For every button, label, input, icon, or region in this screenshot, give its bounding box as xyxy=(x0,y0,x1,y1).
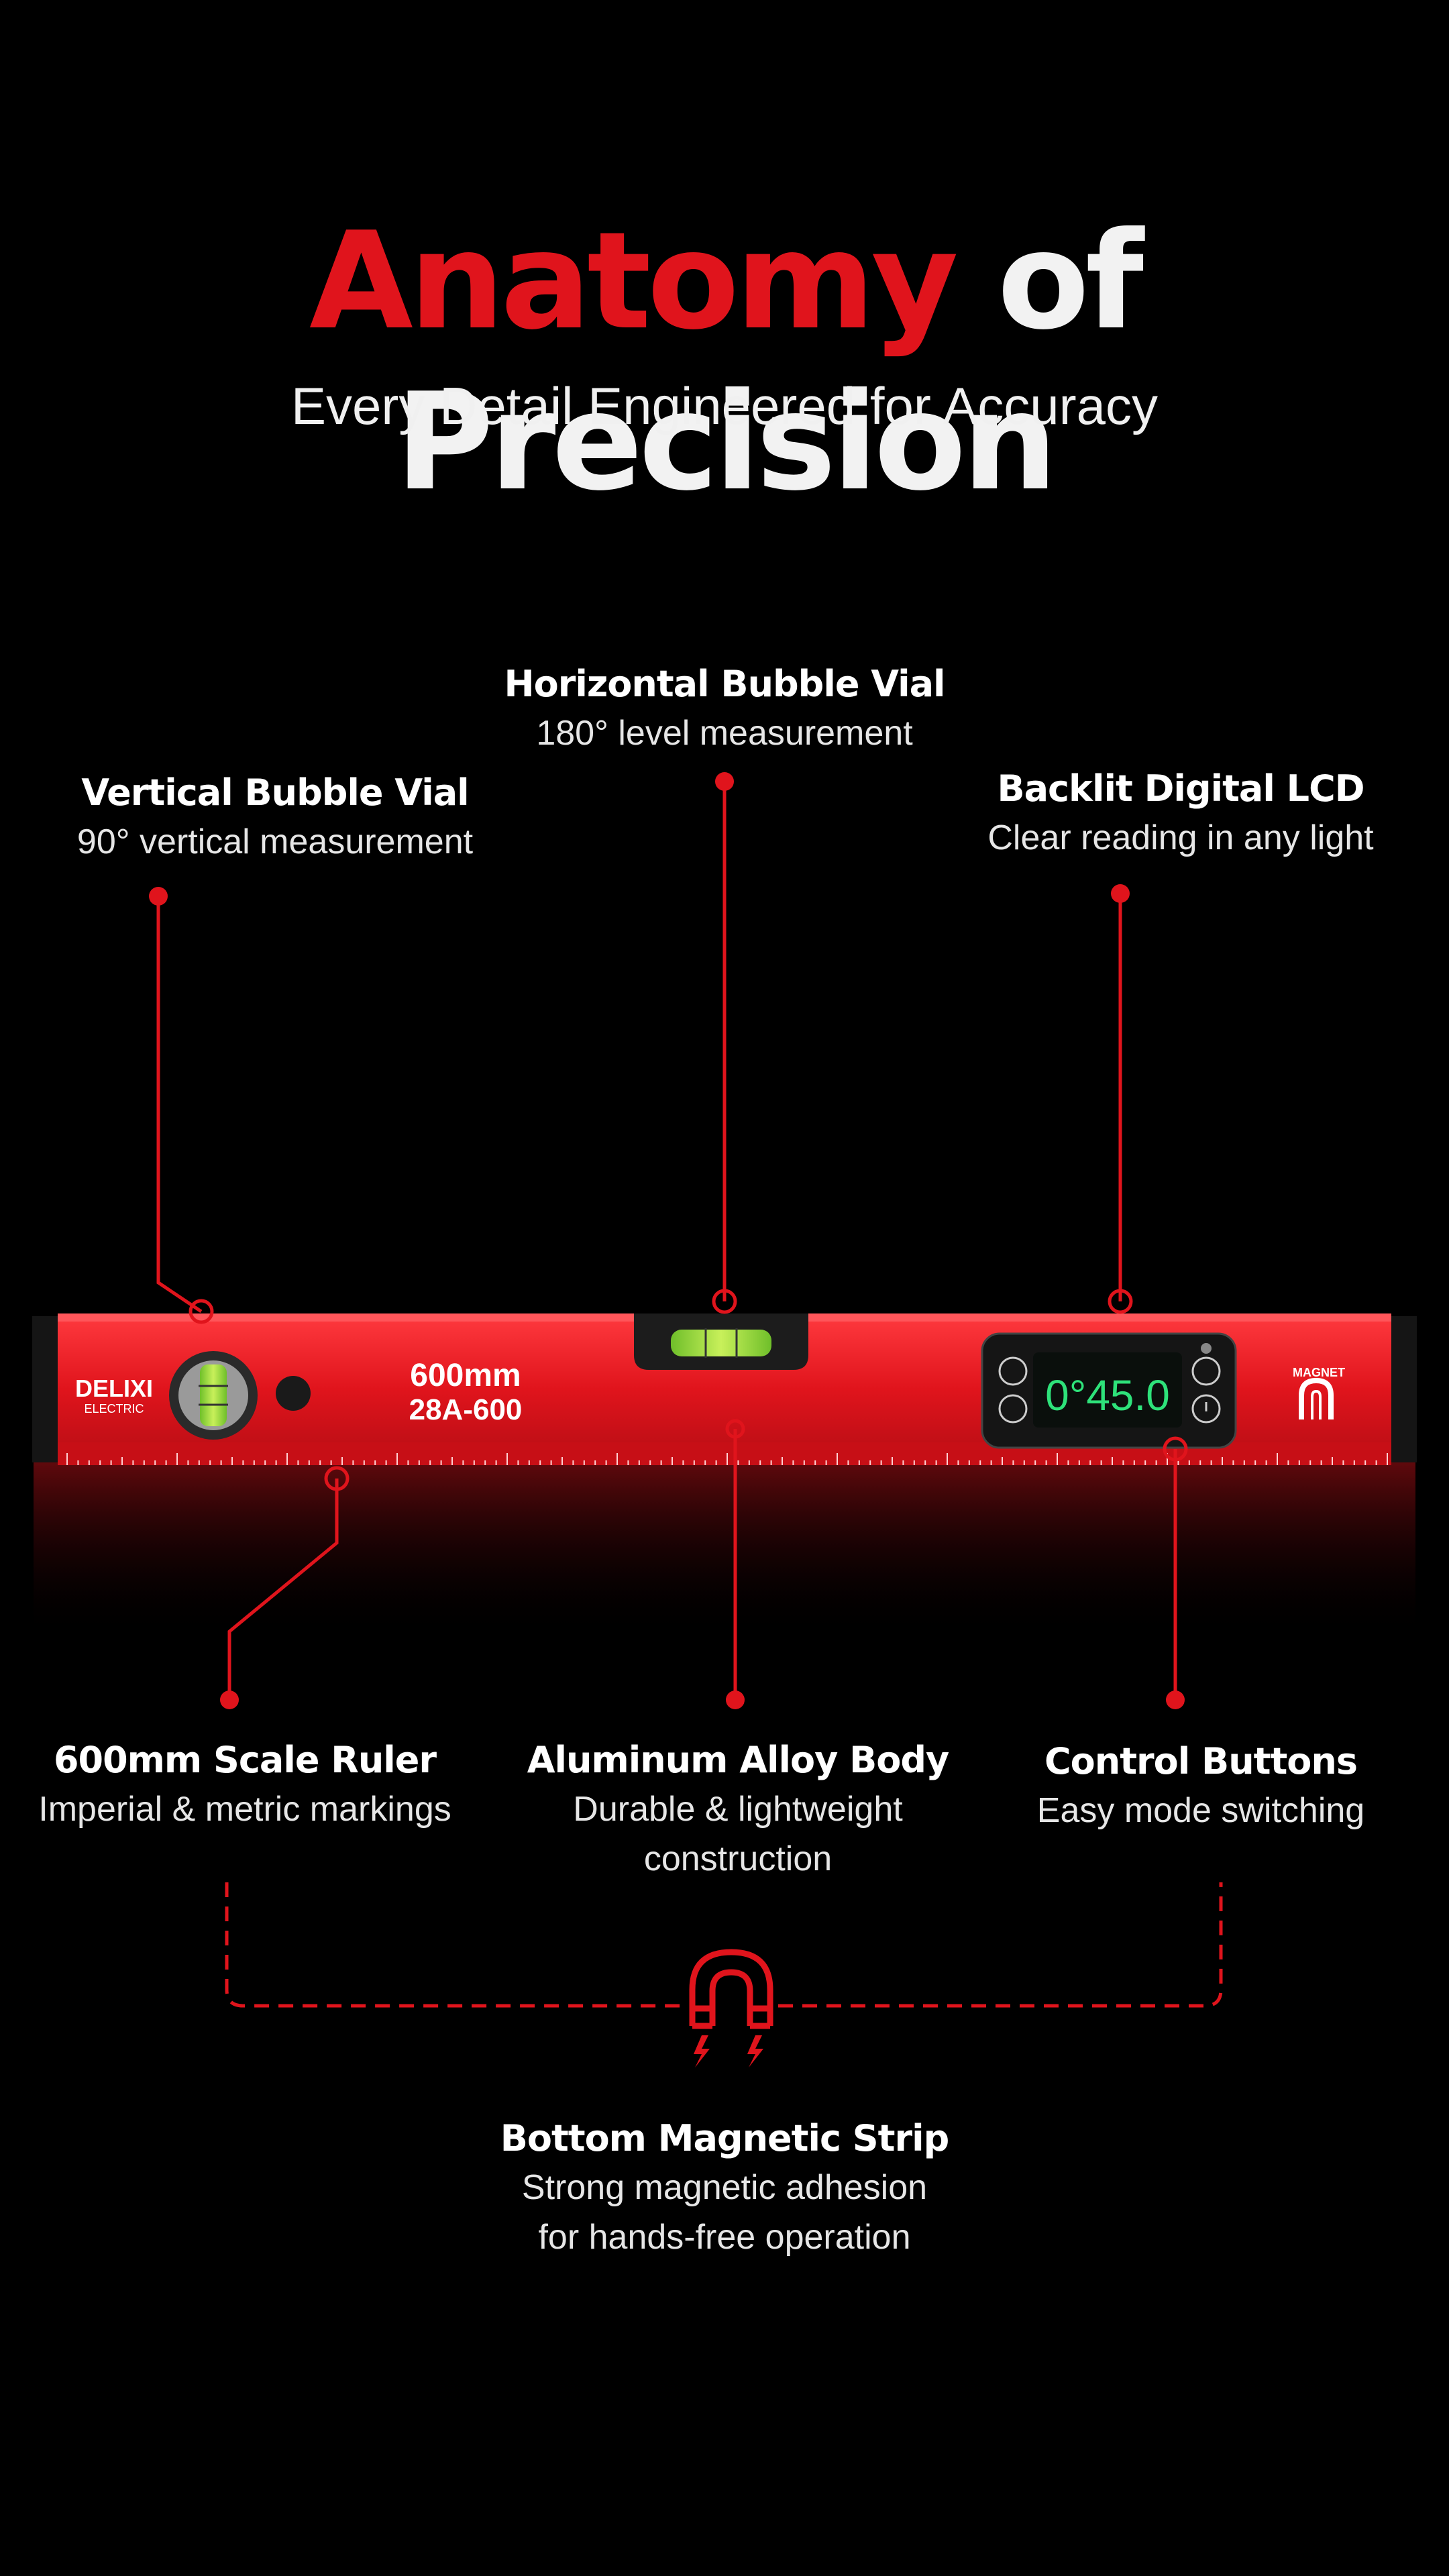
button-bottom-left xyxy=(998,1394,1028,1424)
callout-title: Control Buttons xyxy=(1044,1740,1358,1782)
lcd-screen xyxy=(1033,1352,1182,1428)
button-top-right xyxy=(1191,1356,1221,1386)
title-accent: Anatomy xyxy=(309,203,959,360)
end-cap-right xyxy=(1390,1316,1417,1462)
callout-title: 600mm Scale Ruler xyxy=(53,1739,437,1781)
horizontal-vial xyxy=(671,1330,771,1356)
scale-ticks xyxy=(66,1453,1388,1465)
callout-horizontal-vial: Horizontal Bubble Vial 180° level measur… xyxy=(496,660,953,758)
callout-title: Vertical Bubble Vial xyxy=(81,771,469,814)
title-main: of Precision xyxy=(395,203,1144,521)
callout-vertical-vial: Vertical Bubble Vial 90° vertical measur… xyxy=(54,769,496,867)
callout-magnet-strip: Bottom Magnetic Strip Strong magnetic ad… xyxy=(496,2114,953,2262)
callout-lcd: Backlit Digital LCD Clear reading in any… xyxy=(959,765,1402,863)
end-cap-left xyxy=(32,1316,59,1462)
callout-lines xyxy=(156,782,1177,1700)
spirit-level xyxy=(32,1313,1417,1465)
callout-desc: Easy mode switching xyxy=(1036,1791,1365,1830)
callout-desc-line1: Strong magnetic adhesion xyxy=(521,2168,928,2207)
hanging-hole xyxy=(276,1376,311,1411)
magnet-label: MAGNET xyxy=(1293,1366,1345,1379)
product-size: 600mm xyxy=(410,1358,521,1393)
magnet-bracket xyxy=(225,1882,1223,2008)
callout-desc-line1: Durable & lightweight xyxy=(573,1790,903,1829)
callout-desc: Clear reading in any light xyxy=(987,818,1374,857)
callout-dots xyxy=(149,772,1185,1709)
product-model: 28A-600 xyxy=(409,1393,523,1426)
brand-subtext: ELECTRIC xyxy=(84,1402,144,1415)
page-subtitle: Every Detail Engineered for Accuracy xyxy=(291,376,1158,435)
callout-desc-line2: for hands-free operation xyxy=(538,2218,911,2257)
callout-desc: 180° level measurement xyxy=(536,714,913,753)
lcd-reading: 0°45.0 xyxy=(1045,1371,1170,1419)
callout-desc: 90° vertical measurement xyxy=(76,822,474,861)
level-reflection xyxy=(34,1462,1415,1637)
callout-body: Aluminum Alloy Body Durable & lightweigh… xyxy=(510,1736,966,1884)
callout-buttons: Control Buttons Easy mode switching xyxy=(986,1737,1415,1835)
callout-scale-ruler: 600mm Scale Ruler Imperial & metric mark… xyxy=(27,1736,463,1834)
horseshoe-magnet-icon xyxy=(689,1949,773,2029)
magnet-icon xyxy=(1299,1377,1334,1419)
button-top-left xyxy=(998,1356,1028,1386)
line-scale-ruler xyxy=(227,1479,339,1700)
callout-title: Aluminum Alloy Body xyxy=(527,1739,950,1781)
vertical-vial xyxy=(200,1364,227,1426)
callout-rings xyxy=(189,1289,1188,1491)
page-title: Anatomy of Precision xyxy=(0,201,1449,523)
callout-title: Bottom Magnetic Strip xyxy=(500,2117,950,2159)
brand-logo: DELIXI xyxy=(75,1375,153,1402)
callout-desc: Imperial & metric markings xyxy=(38,1790,451,1829)
callout-desc-line2: construction xyxy=(643,1839,833,1878)
line-vertical-vial xyxy=(156,896,203,1313)
spark-icons xyxy=(694,2035,763,2068)
callout-title: Backlit Digital LCD xyxy=(997,767,1364,810)
power-button xyxy=(1191,1394,1221,1424)
callout-title: Horizontal Bubble Vial xyxy=(504,663,945,705)
